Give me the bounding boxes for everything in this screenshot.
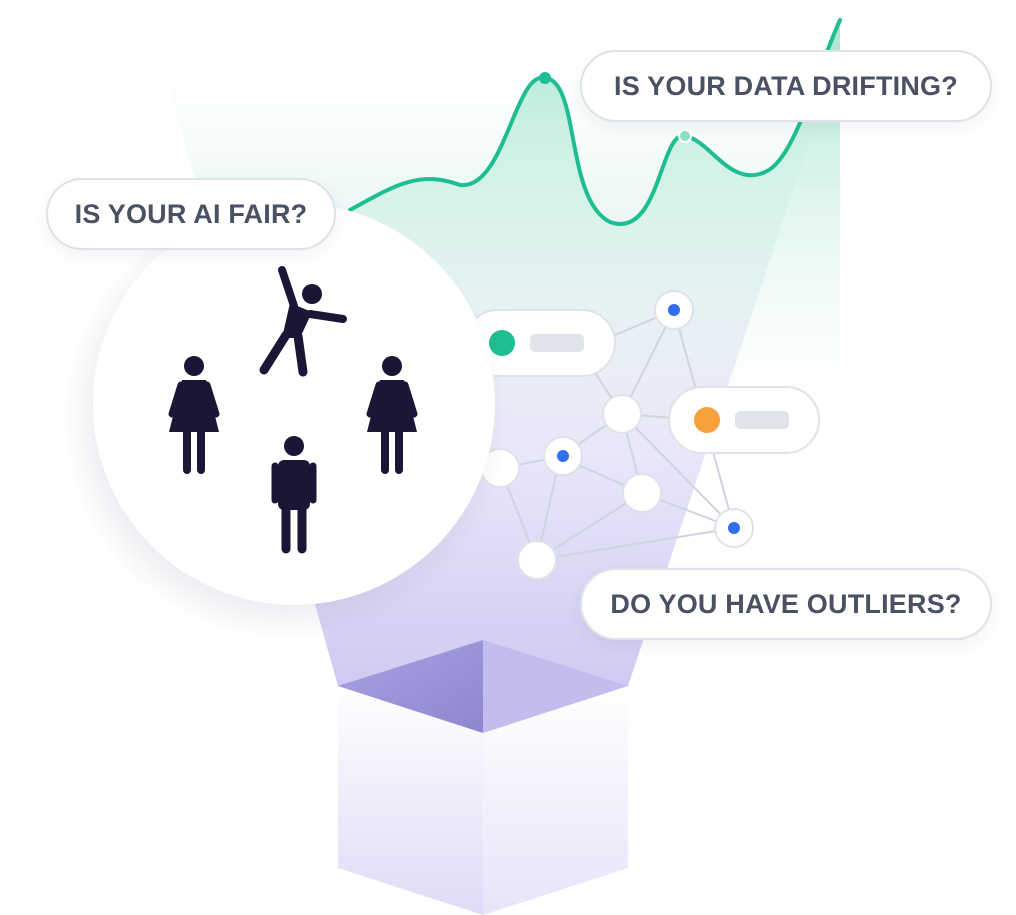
man-icon [271, 436, 317, 554]
node-accent-dot [668, 304, 680, 316]
callout-outliers: DO YOU HAVE OUTLIERS? [580, 568, 992, 640]
open-box-icon [338, 640, 628, 915]
drift-line [348, 18, 842, 226]
woman-icon [168, 356, 220, 474]
node-accent-dot [557, 450, 569, 462]
woman-icon [366, 356, 418, 474]
placeholder-bar [735, 411, 789, 429]
graph-node [517, 540, 557, 580]
callout-outliers-text: DO YOU HAVE OUTLIERS? [610, 588, 962, 619]
drift-point-marker [678, 129, 692, 143]
graph-node [602, 394, 642, 434]
box-inner-right [483, 640, 628, 733]
people-circle [93, 203, 495, 605]
box-inner-left [338, 640, 483, 733]
legend-pill-orange [668, 386, 820, 454]
orange-dot-icon [694, 407, 720, 433]
callout-ai-fairness-text: IS YOUR AI FAIR? [74, 198, 308, 229]
legend-pill-green [464, 309, 616, 377]
graph-node [622, 473, 662, 513]
network-nodes [480, 290, 754, 580]
callout-ai-fairness: IS YOUR AI FAIR? [46, 178, 336, 250]
drift-peak-marker [539, 72, 551, 84]
box-front-face [338, 686, 483, 915]
callout-data-drift: IS YOUR DATA DRIFTING? [580, 50, 992, 122]
placeholder-bar [530, 334, 584, 352]
callout-data-drift-text: IS YOUR DATA DRIFTING? [614, 70, 958, 101]
box-right-face [483, 686, 628, 915]
dancing-person-icon [259, 266, 347, 377]
people-group [168, 266, 418, 554]
node-accent-dot [728, 522, 740, 534]
